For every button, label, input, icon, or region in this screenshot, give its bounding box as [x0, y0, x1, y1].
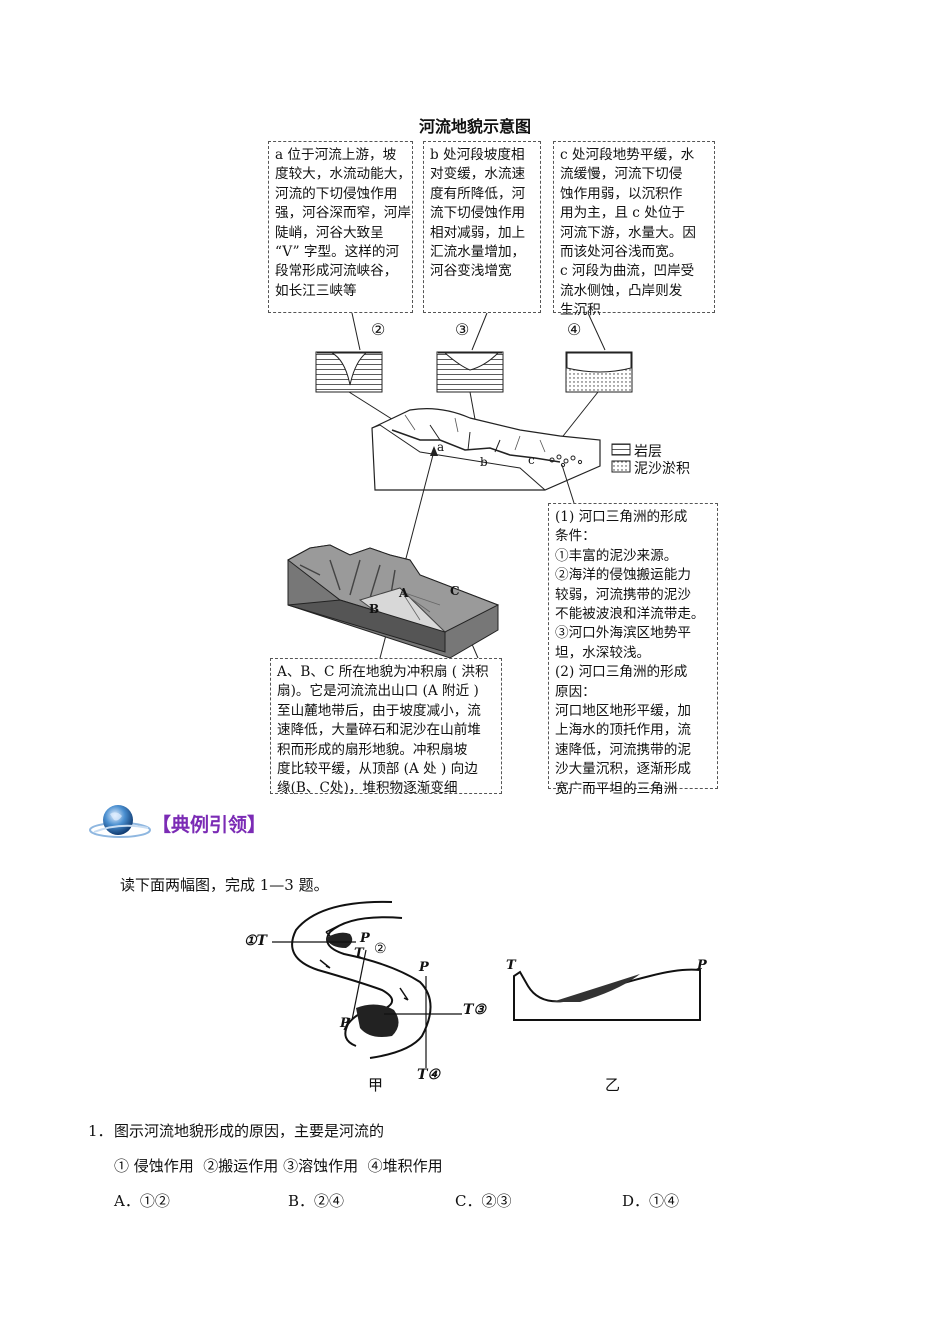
text-line: 速降低，河流携带的泥 [555, 741, 691, 758]
text-line: “V” 字型。这样的河 [275, 244, 400, 261]
box-alluvial-fan: A、B、C 所在地貌为冲积扇 ( 洪积 扇)。它是河流流出山口 (A 附近 ) … [270, 658, 502, 796]
legend-sediment-swatch [611, 460, 631, 473]
jia-label-t3: T③ [463, 1002, 486, 1018]
text-line: 蚀作用弱，以沉积作 [560, 185, 683, 202]
text-line: A、B、C 所在地貌为冲积扇 ( 洪积 [277, 664, 489, 680]
fan-label-c: C [450, 584, 460, 598]
text-line: 河谷变浅增宽 [430, 263, 512, 280]
text-line: 条件： [555, 528, 596, 545]
jia-label-t4: T④ [417, 1067, 440, 1083]
box-delta: (1) 河口三角洲的形成 条件： ①丰富的泥沙来源。 ②海洋的侵蚀搬运能力 较弱… [548, 503, 718, 797]
text-line: 对变缓，水流速 [430, 166, 526, 183]
jia-caption: 甲 [368, 1076, 384, 1094]
fan-label-b: B [369, 602, 380, 616]
box-b-midstream: b 处河段坡度相 对变缓，水流速 度有所降低，河 流下切侵蚀作用 相对减弱，加上… [423, 141, 541, 313]
text-line: 宽广而平坦的三角洲 [555, 780, 678, 797]
figure-jia [272, 900, 462, 1068]
text-line: c 河段为曲流，凹岸受 [560, 263, 695, 280]
intro-text: 读下面两幅图，完成 1—3 题。 [120, 876, 329, 894]
diagram-title: 河流地貌示意图 [418, 117, 531, 136]
cross-section-sediment [565, 351, 633, 393]
text-line: 度比较平缓，从顶部 (A 处 ) 向边 [277, 761, 478, 778]
text-line: 流下切侵蚀作用 [430, 205, 526, 222]
text-line: 至山麓地带后，由于坡度减小，流 [277, 702, 481, 719]
text-line: 不能被波浪和洋流带走。 [555, 606, 705, 623]
option-b[interactable]: B．②④ [288, 1192, 345, 1210]
text-line: 坦，水深较浅。 [555, 644, 651, 661]
fan-label-a: A [399, 586, 409, 600]
marker-2: ② [371, 320, 386, 339]
text-line: 河流下游，水量大。因 [560, 224, 696, 241]
question-items: ① 侵蚀作用 ②搬运作用 ③溶蚀作用 ④堆积作用 [114, 1157, 443, 1175]
text-line: 强，河谷深而窄，河岸 [275, 205, 411, 222]
text-line: 积而形成的扇形地貌。冲积扇坡 [277, 741, 468, 758]
marker-4: ④ [567, 320, 582, 339]
text-line: 原因： [555, 683, 596, 700]
text-line: 陡峭，河谷大致呈 [275, 224, 384, 241]
text-line: 相对减弱，加上 [430, 224, 526, 241]
text-line: 而该处河谷浅而宽。 [560, 244, 683, 261]
text-line: 河口地区地形平缓，加 [555, 703, 691, 720]
text-line: 段常形成河流峡谷， [275, 263, 398, 280]
figure-yi [513, 968, 701, 1021]
jia-label-p3: P [419, 960, 429, 975]
text-line: 用为主，且 c 处位于 [560, 205, 686, 222]
text-line: 度较大，水流动能大， [275, 166, 411, 183]
yi-caption: 乙 [605, 1076, 621, 1094]
text-line: 速降低，大量碎石和泥沙在山前堆 [277, 722, 481, 739]
question-stem: 图示河流地貌形成的原因，主要是河流的 [114, 1122, 385, 1140]
globe-icon [89, 805, 151, 838]
text-line: b 处河段坡度相 [430, 147, 525, 163]
cross-section-wide-valley [436, 351, 504, 393]
text-line: 如长江三峡等 [275, 282, 357, 299]
text-line: 上海水的顶托作用，流 [555, 722, 691, 739]
text-line: 汇流水量增加， [430, 244, 526, 261]
text-line: 河流的下切侵蚀作用 [275, 185, 398, 202]
river-landform-diagram [287, 312, 633, 659]
jia-label-2: ② [374, 941, 387, 957]
option-a[interactable]: A．①② [114, 1192, 170, 1210]
map-label-a: a [437, 440, 445, 454]
text-line: (1) 河口三角洲的形成 [555, 509, 688, 525]
map-label-b: b [480, 455, 488, 469]
text-line: 生沉积 [560, 302, 601, 319]
marker-3: ③ [455, 320, 470, 339]
jia-label-t2: T [354, 946, 364, 961]
text-line: 较弱，河流携带的泥沙 [555, 586, 691, 603]
text-line: a 位于河流上游，坡 [275, 147, 397, 163]
map-label-c: c [528, 453, 535, 467]
jia-label-p2: P [340, 1016, 350, 1031]
box-a-upstream: a 位于河流上游，坡 度较大，水流动能大， 河流的下切侵蚀作用 强，河谷深而窄，… [268, 141, 413, 313]
jia-label-t1: ①T [244, 933, 267, 949]
section-heading: 【典例引领】 [152, 814, 267, 836]
jia-label-p1: P [360, 931, 370, 946]
text-line: ①丰富的泥沙来源。 [555, 547, 678, 564]
yi-label-p: P [697, 958, 707, 973]
legend-rock-swatch [611, 443, 631, 456]
option-c[interactable]: C．②③ [455, 1192, 512, 1210]
text-line: ②海洋的侵蚀搬运能力 [555, 567, 691, 584]
legend-sediment-label: 泥沙淤积 [634, 461, 690, 477]
box-c-downstream: c 处河段地势平缓，水 流缓慢，河流下切侵 蚀作用弱，以沉积作 用为主，且 c … [553, 141, 715, 318]
cross-section-v-valley [315, 351, 383, 393]
text-line: ③河口外海滨区地势平 [555, 625, 691, 642]
text-line: 度有所降低，河 [430, 185, 526, 202]
text-line: (2) 河口三角洲的形成 [555, 664, 688, 681]
alluvial-fan-block [287, 544, 500, 659]
text-line: 缘(B、C处)，堆积物逐渐变细 [277, 780, 458, 797]
legend-rock-label: 岩层 [634, 444, 662, 460]
option-d[interactable]: D．①④ [622, 1192, 680, 1210]
meander-figure [272, 900, 701, 1068]
text-line: 流缓慢，河流下切侵 [560, 166, 683, 183]
question-number: 1． [88, 1122, 113, 1140]
text-line: c 处河段地势平缓，水 [560, 147, 695, 163]
text-line: 扇)。它是河流流出山口 (A 附近 ) [277, 683, 479, 700]
text-line: 沙大量沉积，逐渐形成 [555, 761, 691, 778]
text-line: 流水侧蚀，凸岸则发 [560, 282, 683, 299]
yi-label-t: T [506, 958, 516, 973]
